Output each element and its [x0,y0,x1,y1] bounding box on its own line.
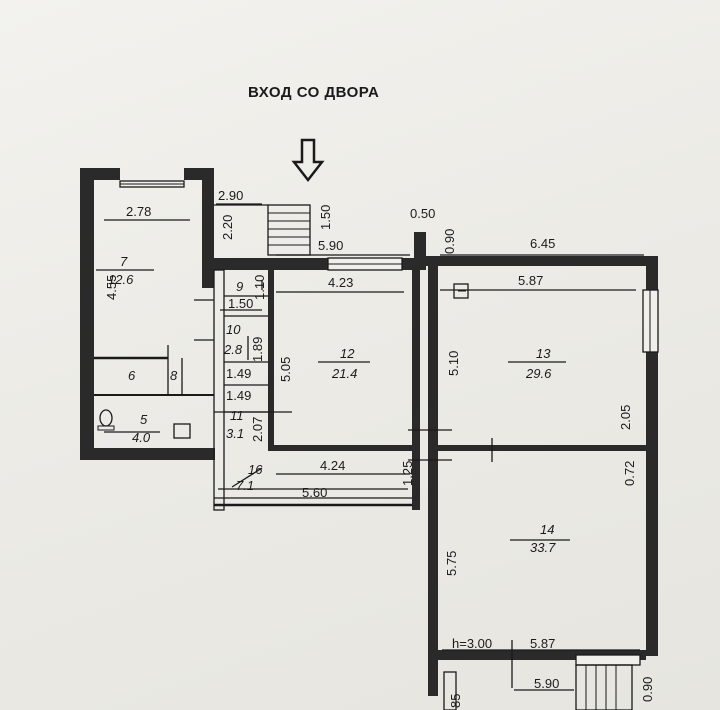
dimension-labels: 2.90 2.78 2.20 1.50 5.90 0.50 0.90 6.45 … [104,188,655,708]
dim-5-10: 5.10 [446,351,461,376]
dim-5-90-bottom: 5.90 [534,676,559,691]
height-note: h=3.00 [452,636,492,651]
room-10-area: 2.8 [223,342,243,357]
dim-0-90-top: 0.90 [442,229,457,254]
room-7-number: 7 [120,254,128,269]
room-5-area: 4.0 [132,430,151,445]
room-11-number: 11 [230,408,244,423]
room-12-number: 12 [340,346,355,361]
dim-2-07: 2.07 [250,417,265,442]
dim-1-50-mid: 1.50 [228,296,253,311]
room-labels: 7 12.6 9 10 2.8 6 8 5 4.0 11 3.1 12 21.4… [108,254,556,555]
room-11-area: 3.1 [226,426,244,441]
room-8-number: 8 [170,368,178,383]
lower-stairs [443,664,633,710]
dim-1-89: 1.89 [250,337,265,362]
dim-2-78: 2.78 [126,204,151,219]
entrance-arrow-icon [291,138,325,183]
plan-title: ВХОД СО ДВОРА [248,84,379,101]
dim-1-50-top: 1.50 [318,205,333,230]
dim-1-25: 1.25 [400,461,415,486]
dim-85: 85 [448,694,463,708]
room-13-area: 29.6 [525,366,552,381]
room-14-number: 14 [540,522,554,537]
sink-icon [453,283,469,299]
room-6-number: 6 [128,368,136,383]
dim-4-55: 4.55 [104,275,119,300]
dim-5-60: 5.60 [302,485,327,500]
window-room-7 [119,180,185,188]
dim-6-45: 6.45 [530,236,555,251]
dim-0-72: 0.72 [622,461,637,486]
dim-4-24: 4.24 [320,458,345,473]
dim-0-90-bottom: 0.90 [640,677,655,702]
room-13-number: 13 [536,346,551,361]
dim-1-10: 1.10 [252,275,267,300]
bathtub-icon [173,423,191,439]
door-marks [408,429,513,688]
dimension-lines [96,203,644,691]
wall-right-block [426,256,659,696]
dim-1-49-a: 1.49 [226,366,251,381]
dim-4-23: 4.23 [328,275,353,290]
room-10-number: 10 [226,322,241,337]
room-5-number: 5 [140,412,148,427]
small-rooms-dividers [94,295,268,413]
dim-0-50: 0.50 [410,206,435,221]
wall-central [213,269,420,511]
dim-5-75: 5.75 [444,551,459,576]
room-7-area: 12.6 [108,272,134,287]
dim-2-20: 2.20 [220,215,235,240]
room-12-area: 21.4 [331,366,357,381]
room-14-area: 33.7 [530,540,556,555]
dim-2-05: 2.05 [618,405,633,430]
dim-5-87-bottom: 5.87 [530,636,555,651]
dim-1-49-b: 1.49 [226,388,251,403]
dim-5-90-top: 5.90 [318,238,343,253]
dim-2-90: 2.90 [218,188,243,203]
dim-5-87-top: 5.87 [518,273,543,288]
dim-5-05: 5.05 [278,357,293,382]
room-16-number: 16 [248,462,263,477]
room-16-area: 7.1 [236,478,254,493]
wall-left-wing [80,168,215,460]
room-9-number: 9 [236,279,243,294]
toilet-icon [97,409,115,431]
wall-central-top [214,232,426,271]
